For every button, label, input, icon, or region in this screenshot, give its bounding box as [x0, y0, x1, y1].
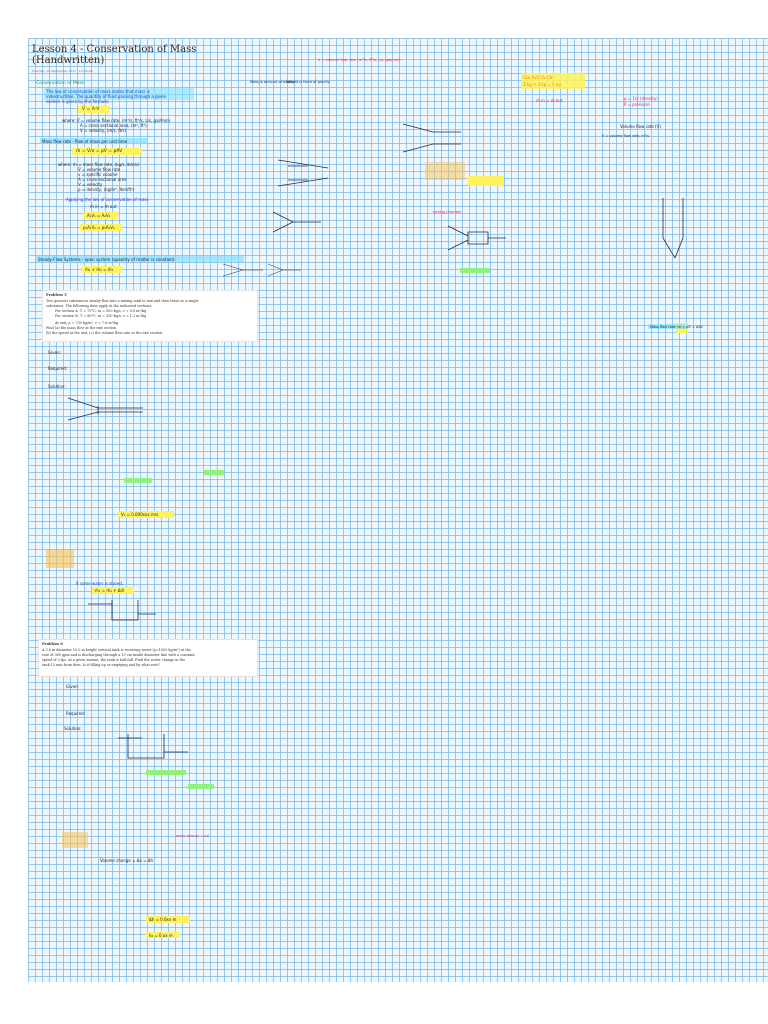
vol-flow-line: V̇ = volume flow rate, m³/s — [602, 134, 650, 138]
section-volume-flow: Volume flow rate (V̇) — [620, 124, 661, 129]
calc-highlight-4 — [146, 770, 186, 775]
p1-given: Given: — [48, 350, 61, 355]
right-highlight-3 — [460, 268, 490, 273]
min-mout-right: ṁ in = ṁ out — [536, 98, 563, 103]
where-3: V = velocity, (m/s, ft/s) — [80, 128, 127, 133]
problem-5-label: Problem 5 — [46, 293, 67, 297]
eq-a1v1: A₁V₁ = A₂V₂ — [87, 213, 111, 218]
mwhere-2: V̇ = volume flow rate — [78, 167, 121, 172]
p1-solution: Solution: — [48, 384, 66, 389]
p2-line-3: tank 15 min from then. Is it filling up … — [42, 663, 160, 667]
final-highlight — [146, 932, 180, 938]
p-def: P = pressure — [624, 102, 650, 107]
mwhere-1: where: ṁ = mass flow rate, (kg/s, lbm/s) — [58, 162, 140, 167]
p2-given: Given: — [66, 684, 79, 689]
p2-line-0: A 3.6 m diameter 10.0 m height vertical … — [42, 648, 191, 652]
p1-line-6: (b) the speed at the exit, (c) the volum… — [46, 331, 164, 335]
top-right-note: V̇ = volume flow rate (m³/s, ft³/s, L/s,… — [318, 58, 401, 62]
p1-line-1: substance. The following data apply at t… — [46, 304, 153, 308]
p2-line-2: speed of 3 fps. At a given instant, the … — [42, 658, 186, 662]
calc-highlight-2 — [204, 470, 224, 475]
highlight-eq-v — [78, 106, 110, 113]
calc-highlight-1 — [124, 478, 152, 483]
volume-change: Volume change = Δv = Δh — [100, 858, 154, 863]
final-answer: h₂ = 0.xx m — [149, 933, 173, 938]
mass-density-note: mass density = ρV — [176, 834, 209, 838]
leak-eq: ṁ₁ = ṁ₂ + Δṁ — [95, 588, 125, 593]
answer1-highlight — [118, 511, 174, 518]
calc-highlight-6 — [62, 832, 88, 848]
section-steady-flow: Steady-Flow Systems - open system (quant… — [38, 257, 175, 262]
mass-flow-rate-highlight — [648, 324, 688, 329]
where-1: where: V̇ = volume flow rate, (m³/s, ft³… — [62, 118, 171, 123]
leak-highlight — [92, 587, 134, 594]
p1-line-2: For section A, T = 75°C, ṁ = 500 kg/s, v… — [55, 309, 147, 313]
eq-mass-flow: ṁ = V̇/v = ρV̇ = ρAV — [76, 149, 123, 154]
note-law-2: indestructible. The quantity of fluid pa… — [46, 94, 167, 99]
problem-5-box: Problem 5 Two gaseous substances steady-… — [42, 290, 258, 342]
p1-line-3: For section B, T = 80°C, ṁ = 350 kg/s, v… — [55, 314, 147, 318]
composition-line: CH₄ H₂O O₂ CH — [523, 75, 553, 80]
eq-rho: ρ₁A₁V₁ = ρ₂A₂V₂ — [83, 225, 115, 230]
weight-col-header: Weight is force of gravity — [286, 80, 330, 84]
p1-line-5: Find (a) the mass flow at the exit secti… — [46, 326, 117, 330]
highlight-rho — [80, 224, 122, 231]
p1-line-0: Two gaseous substances steady-flow into … — [46, 299, 199, 303]
highlight-a1v1 — [84, 212, 118, 219]
mwhere-4: A = cross-sectional area — [78, 177, 127, 182]
problem-6-box: Problem 6 A 3.6 m diameter 10.0 m height… — [38, 639, 258, 677]
answer2-highlight — [146, 916, 190, 923]
eq-steady: ṁ₁ + ṁ₂ = ṁ₃ — [85, 267, 114, 272]
mass-col-header: Mass is amount of matter — [250, 80, 295, 84]
p1-line-4: At exit, ρ = 750 kg/m³, v = 7.6 m³/kg — [55, 321, 119, 325]
p2-line-1: rate of 360 gpm and is discharging throu… — [42, 653, 195, 657]
note-law-3: section is given by the formula: — [46, 99, 110, 104]
converging-pipe-sketch — [402, 123, 461, 153]
p1-required: Required: — [48, 366, 68, 371]
highlight-mass-flow — [40, 138, 148, 144]
vertical-pipe-sketch — [662, 198, 684, 259]
calc-highlight-5 — [188, 784, 214, 789]
right-highlight-1 — [425, 162, 465, 180]
highlight-eq-m — [72, 148, 142, 155]
highlight-steady-eq — [82, 266, 122, 273]
right-highlight-2 — [468, 176, 504, 186]
page-subtitle: (Handwritten) — [32, 55, 105, 66]
mixing-chamber-sketch — [447, 225, 506, 251]
mass-flow-rate-note: Mass flow rate: ṁ = ρV̇ = ρAV — [650, 325, 703, 329]
p2-solution: Solution: — [64, 726, 82, 731]
where-2: A = cross sectional area, (m², ft²) — [80, 123, 147, 128]
nozzle-sketch — [272, 211, 321, 233]
mixing-tank-sketch — [67, 397, 143, 421]
eq-volume-flow: V̇ = A·V — [82, 107, 100, 112]
eq-min-mout: ṁ in = ṁ out — [90, 204, 117, 209]
mwhere-3: v = specific volume — [78, 172, 118, 177]
if-leak: If some water is stored, — [76, 581, 124, 586]
page-title: Lesson 4 - Conservation of Mass — [32, 44, 197, 55]
section-mass-flow: Mass flow rate - flow of mass per unit t… — [42, 139, 128, 144]
tank-leak-sketch — [88, 600, 156, 621]
highlight-steady — [36, 256, 244, 262]
section-applying: Applying the law of conservation of mass — [66, 197, 149, 202]
mwhere-5: V = velocity — [78, 182, 103, 187]
composition-line-2: 3 kg + 2 kg = 5 kg — [523, 82, 561, 87]
section-conservation: Conservation of Mass — [36, 81, 85, 86]
highlight-law — [44, 88, 194, 100]
rho-def: ρ = 1/v (density) — [624, 96, 658, 101]
mwhere-6: ρ = density, (kg/m³, lbm/ft³) — [78, 187, 135, 192]
comp-highlight — [521, 73, 585, 89]
answer-2: Δh = 0.0xx m — [149, 917, 177, 922]
venturi-sketch — [277, 159, 329, 187]
notebook-page: Lesson 4 - Conservation of Mass (Handwri… — [28, 38, 768, 982]
page-date: Tuesday, 19 September 2017 · 12:46 pm — [32, 69, 94, 73]
tank-sketch — [118, 734, 188, 759]
note-law-1: The law of conservation of mass states t… — [46, 89, 150, 94]
answer-1: V₃ = 0.000xxx m/s — [121, 512, 159, 517]
p2-required: Required: — [66, 711, 86, 716]
problem-6-label: Problem 6 — [42, 642, 63, 646]
calc-highlight-3 — [46, 550, 74, 568]
steady-flow-sketch — [222, 263, 301, 277]
mixing-chamber-label: mixing chamber — [433, 210, 462, 214]
